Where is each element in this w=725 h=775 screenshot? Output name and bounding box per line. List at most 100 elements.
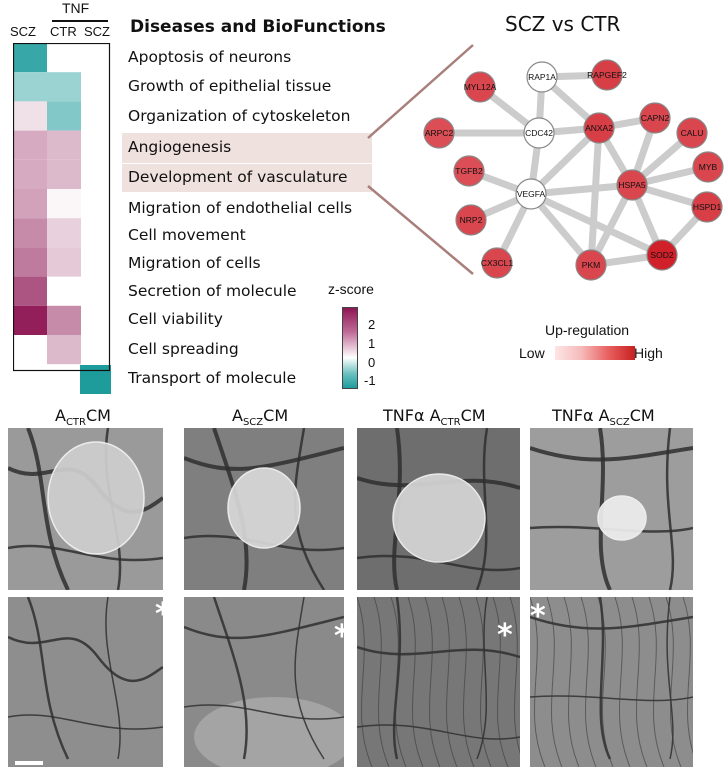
network-node-label: MYL12A [464,82,497,92]
heatmap-cell [13,189,47,219]
network-node: SOD2 [646,239,678,271]
uplegend-high: High [634,345,663,361]
tnf-group-underline [52,20,108,22]
disease-label: Migration of endothelial cells [128,199,353,217]
colorbar [342,307,358,389]
network-node: VEGFA [515,178,547,210]
network-node-circle [639,102,671,134]
network-node: CX3CL1 [481,247,513,279]
network-node-label: VEGFA [517,189,546,199]
disease-label: Development of vasculature [128,168,348,186]
cam-photo-bottom [184,597,344,767]
network-node: CALU [676,117,708,149]
network-node-label: HSPD1 [693,202,722,212]
highlight-vasculature [122,164,372,192]
network-node: PKM [575,249,607,281]
network-node: MYL12A [464,71,497,103]
cam-photo-top [184,428,344,590]
network-node-circle [575,249,607,281]
col-label-tnf-scz: SCZ [84,24,110,39]
network-node-label: HSPA5 [618,180,646,190]
disease-label: Cell movement [128,226,246,244]
uplegend-bar [555,346,635,360]
network-node-label: ARPC2 [425,128,454,138]
colorbar-tick-2: 2 [368,317,376,332]
network-node-circle [515,178,547,210]
network-node-label: CALU [681,128,704,138]
heatmap-cell [47,305,81,335]
network-edge [527,124,603,198]
network-node-circle [616,169,648,201]
col-label-scz: SCZ [10,24,36,39]
network-node-circle [423,117,455,149]
heatmap-cell [47,159,81,189]
network-node-label: ANXA2 [585,123,613,133]
network-node-circle [453,155,485,187]
scale-bar [15,591,43,595]
network-node: CAPN2 [639,102,671,134]
network-node: RAP1A [526,61,558,93]
network-node-circle [646,239,678,271]
network-node-circle [676,117,708,149]
heatmap-cell [47,335,81,365]
network-edge [527,181,636,198]
heatmap-cell [47,101,81,131]
cam-photo-bottom [357,597,520,767]
colorbar-title: z-score [328,281,374,297]
photo-col-title-3: TNFα ACTRCM [383,406,486,429]
cam-photo-top [357,428,520,590]
cam-photo-bottom [8,597,163,767]
network-node: ANXA2 [583,112,615,144]
network-node-label: TGFB2 [455,166,483,176]
cam-photo-top [530,428,693,590]
network-node-circle [691,191,723,223]
heatmap-cell [47,247,81,277]
heatmap-cell [47,130,81,160]
asterisk-marker: * [497,618,513,653]
network-node: CDC42 [523,117,555,149]
disease-label: Transport of molecule [128,369,297,387]
heatmap-cell [13,305,47,335]
disease-label: Migration of cells [128,254,261,272]
network-node-circle [481,247,513,279]
cam-photo-bottom [530,597,693,767]
network-edge [587,124,603,269]
network-node-label: SOD2 [650,250,673,260]
disease-label: Growth of epithelial tissue [128,77,332,95]
heatmap-cell [47,72,81,102]
heatmap-cell [13,72,47,102]
network-node-circle [523,117,555,149]
network-node: TGFB2 [453,155,485,187]
disease-label: Apoptosis of neurons [128,48,292,66]
heatmap-grid [13,43,111,394]
asterisk-marker: * [530,599,546,634]
heatmap-cell [13,159,47,189]
heatmap-cell [13,276,47,306]
disease-label: Secretion of molecule [128,282,297,300]
heatmap-cell [13,101,47,131]
network-node: ARPC2 [423,117,455,149]
network-node: HSPA5 [616,169,648,201]
col-label-tnf-ctr: CTR [50,24,77,39]
zoom-connectors [367,44,474,275]
disease-label: Organization of cytoskeleton [128,107,351,125]
colorbar-tick-minus1: -1 [364,373,376,388]
colorbar-tick-1: 1 [368,336,376,351]
cam-photo-top [8,428,163,590]
network-node-label: RAP1A [528,72,556,82]
network-title: SCZ vs CTR [505,12,621,36]
scale-bar [15,761,43,765]
network-node-label: CDC42 [525,128,553,138]
tnf-group-label: TNF [62,0,90,16]
photo-col-title-2: ASCZCM [232,406,289,429]
network-node-circle [692,151,724,183]
heatmap-cell [13,247,47,277]
uplegend-title: Up-regulation [545,322,630,338]
network-node-label: MYB [699,162,718,172]
network-node-circle [526,61,558,93]
disease-label: Cell viability [128,310,223,328]
heatmap-cell [13,130,47,160]
network-node: NRP2 [455,204,487,236]
network-node-label: NRP2 [460,215,483,225]
